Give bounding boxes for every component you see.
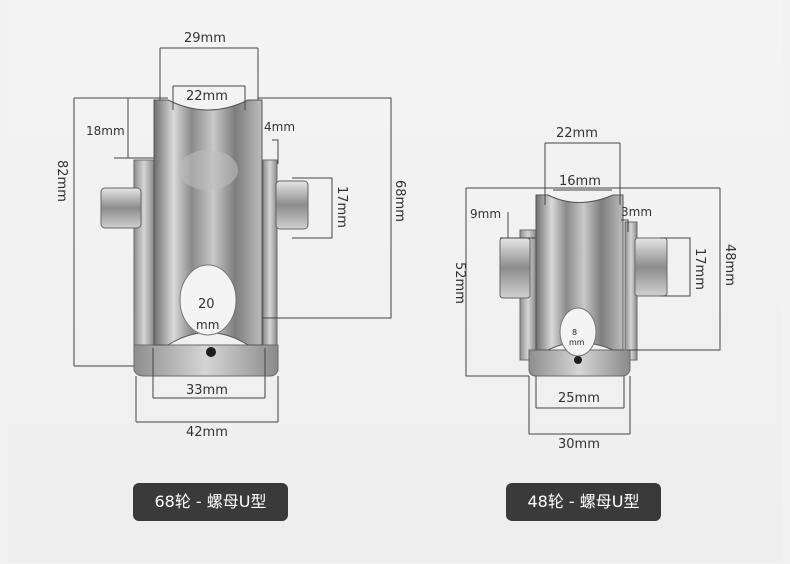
right-flange-label: 9mm [470, 207, 502, 221]
left-flange-label: 18mm [86, 124, 125, 138]
left-model-caption: 68轮 - 螺母U型 [133, 483, 288, 521]
left-dimension-lines [73, 47, 392, 423]
product-diagram-canvas: 29mm 22mm 18mm 4mm 82mm 68mm 17mm 20 mm … [8, 0, 782, 562]
left-wheel-diameter-label: 68mm [392, 180, 407, 222]
right-top-width-label: 22mm [556, 126, 598, 141]
left-side-label: 4mm [264, 120, 296, 134]
left-total-height-label: 82mm [54, 160, 69, 202]
right-wheel-illustration [499, 194, 668, 377]
right-total-height-label: 52mm [452, 262, 467, 304]
left-hole-label-bottom: mm [196, 318, 220, 332]
left-nut-label: 17mm [334, 186, 349, 228]
left-hole-label-top: 20 [198, 297, 215, 312]
right-wheel-diameter-label: 48mm [722, 244, 737, 286]
right-inner-base-label: 25mm [558, 391, 600, 406]
right-hole-label-bottom: mm [569, 338, 585, 347]
right-dimension-lines [465, 142, 721, 435]
right-nut-label: 17mm [692, 248, 707, 290]
right-model-caption: 48轮 - 螺母U型 [506, 483, 661, 521]
right-hole-label-top: 8 [572, 328, 578, 337]
left-wheel-illustration [100, 99, 309, 377]
right-outer-base-label: 30mm [558, 437, 600, 452]
wheel-drawings [73, 47, 721, 435]
right-groove-width-label: 16mm [559, 174, 601, 189]
left-inner-base-label: 33mm [186, 383, 228, 398]
left-outer-base-label: 42mm [186, 425, 228, 440]
left-top-width-label: 29mm [184, 31, 226, 46]
left-groove-width-label: 22mm [186, 89, 228, 104]
right-side-label: 3mm [621, 205, 653, 219]
